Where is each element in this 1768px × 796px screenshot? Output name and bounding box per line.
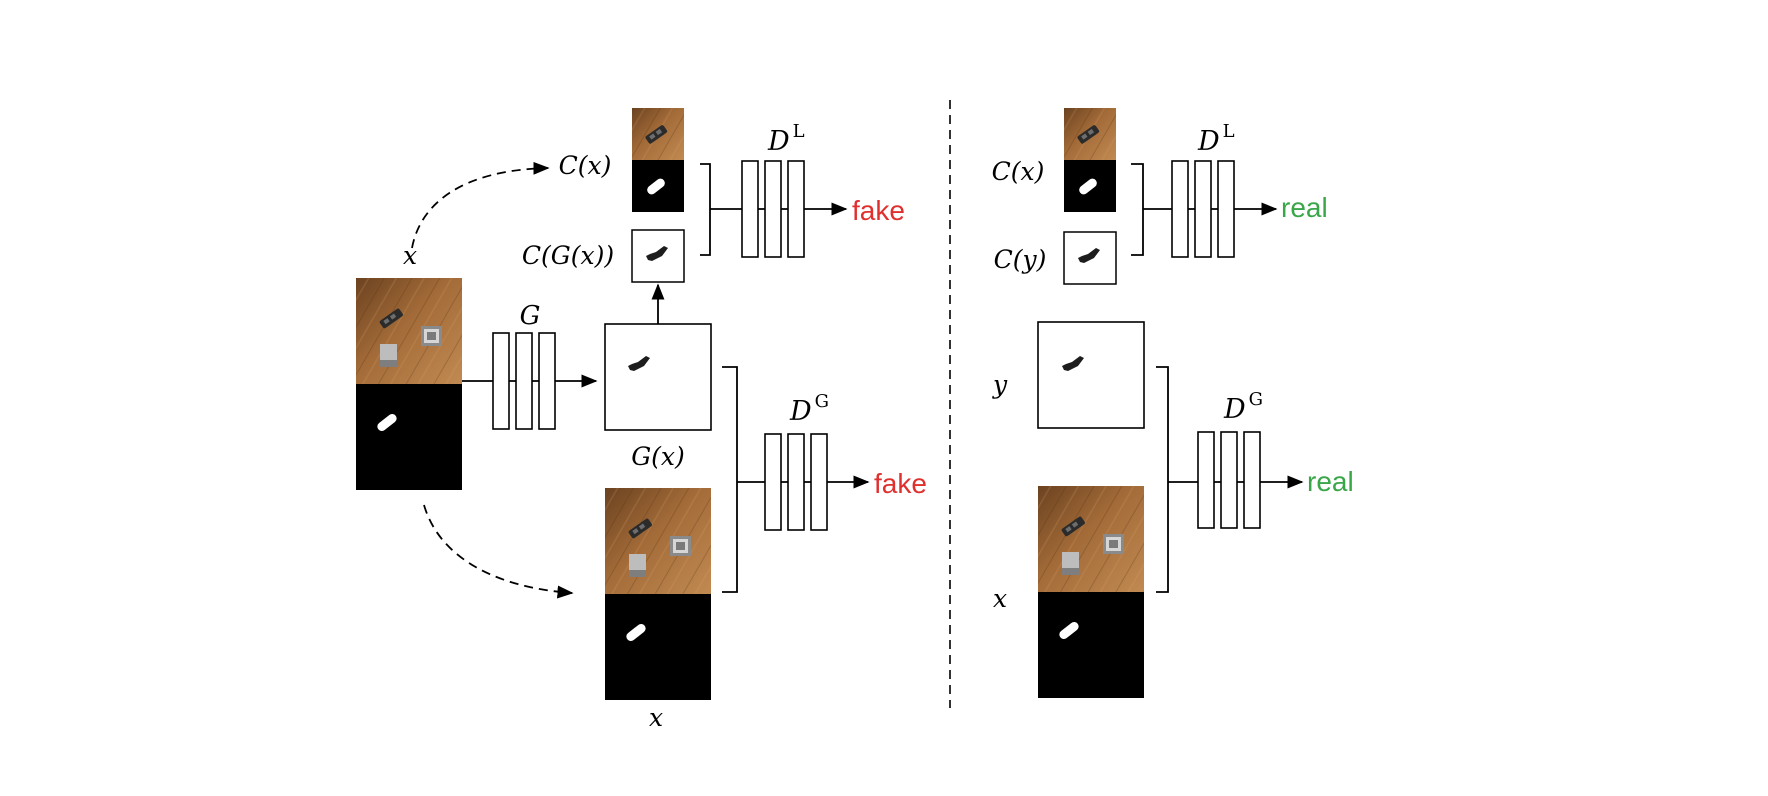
input-image-x [356,278,462,490]
global-discriminator-block [764,433,828,531]
input-copy-image [605,488,711,700]
local-disc-base: D [767,126,790,157]
generated-image [604,323,712,431]
global-disc-sup: G [815,391,829,412]
right-global-output-real: real [1307,466,1354,497]
dashed-arrow-to-crop [411,161,550,249]
generator-block [492,332,556,430]
crop-real-image [632,108,684,212]
local-output-fake: fake [852,195,905,226]
right-local-bracket [1131,163,1144,256]
dashed-arrow-to-copy [423,504,574,599]
crop-generated-image [631,229,685,283]
global-bracket [722,366,738,593]
generated-label: G(x) [631,442,685,471]
right-crop-target-image [1063,231,1117,285]
target-label: y [992,370,1008,399]
local-bracket [700,163,711,256]
right-crop-real-image [1064,108,1116,212]
right-input-image [1038,486,1144,698]
right-crop-target-label: C(y) [994,245,1047,274]
right-local-discriminator-block [1171,160,1235,258]
right-global-disc-sup: G [1249,389,1263,410]
crop-generated-label: C(G(x)) [522,241,614,270]
right-global-bracket [1156,366,1169,593]
right-local-disc-sup: L [1223,121,1235,142]
local-discriminator-block [741,160,805,258]
input-label: x [403,241,417,270]
right-global-discriminator-block [1197,431,1261,529]
local-disc-sup: L [793,121,805,142]
left-panel: x G G(x) C(x) C(G(x)) [356,108,927,732]
target-image-y [1037,321,1145,429]
right-crop-real-label: C(x) [992,157,1045,186]
generator-label: G [520,301,541,331]
right-local-output-real: real [1281,192,1328,223]
right-input-label: x [993,584,1007,613]
global-output-fake: fake [874,468,927,499]
right-global-disc-base: D [1223,394,1246,425]
crop-real-label: C(x) [559,151,612,180]
input-copy-label: x [649,703,663,732]
right-local-disc-base: D [1197,126,1220,157]
global-disc-base: D [789,396,812,427]
